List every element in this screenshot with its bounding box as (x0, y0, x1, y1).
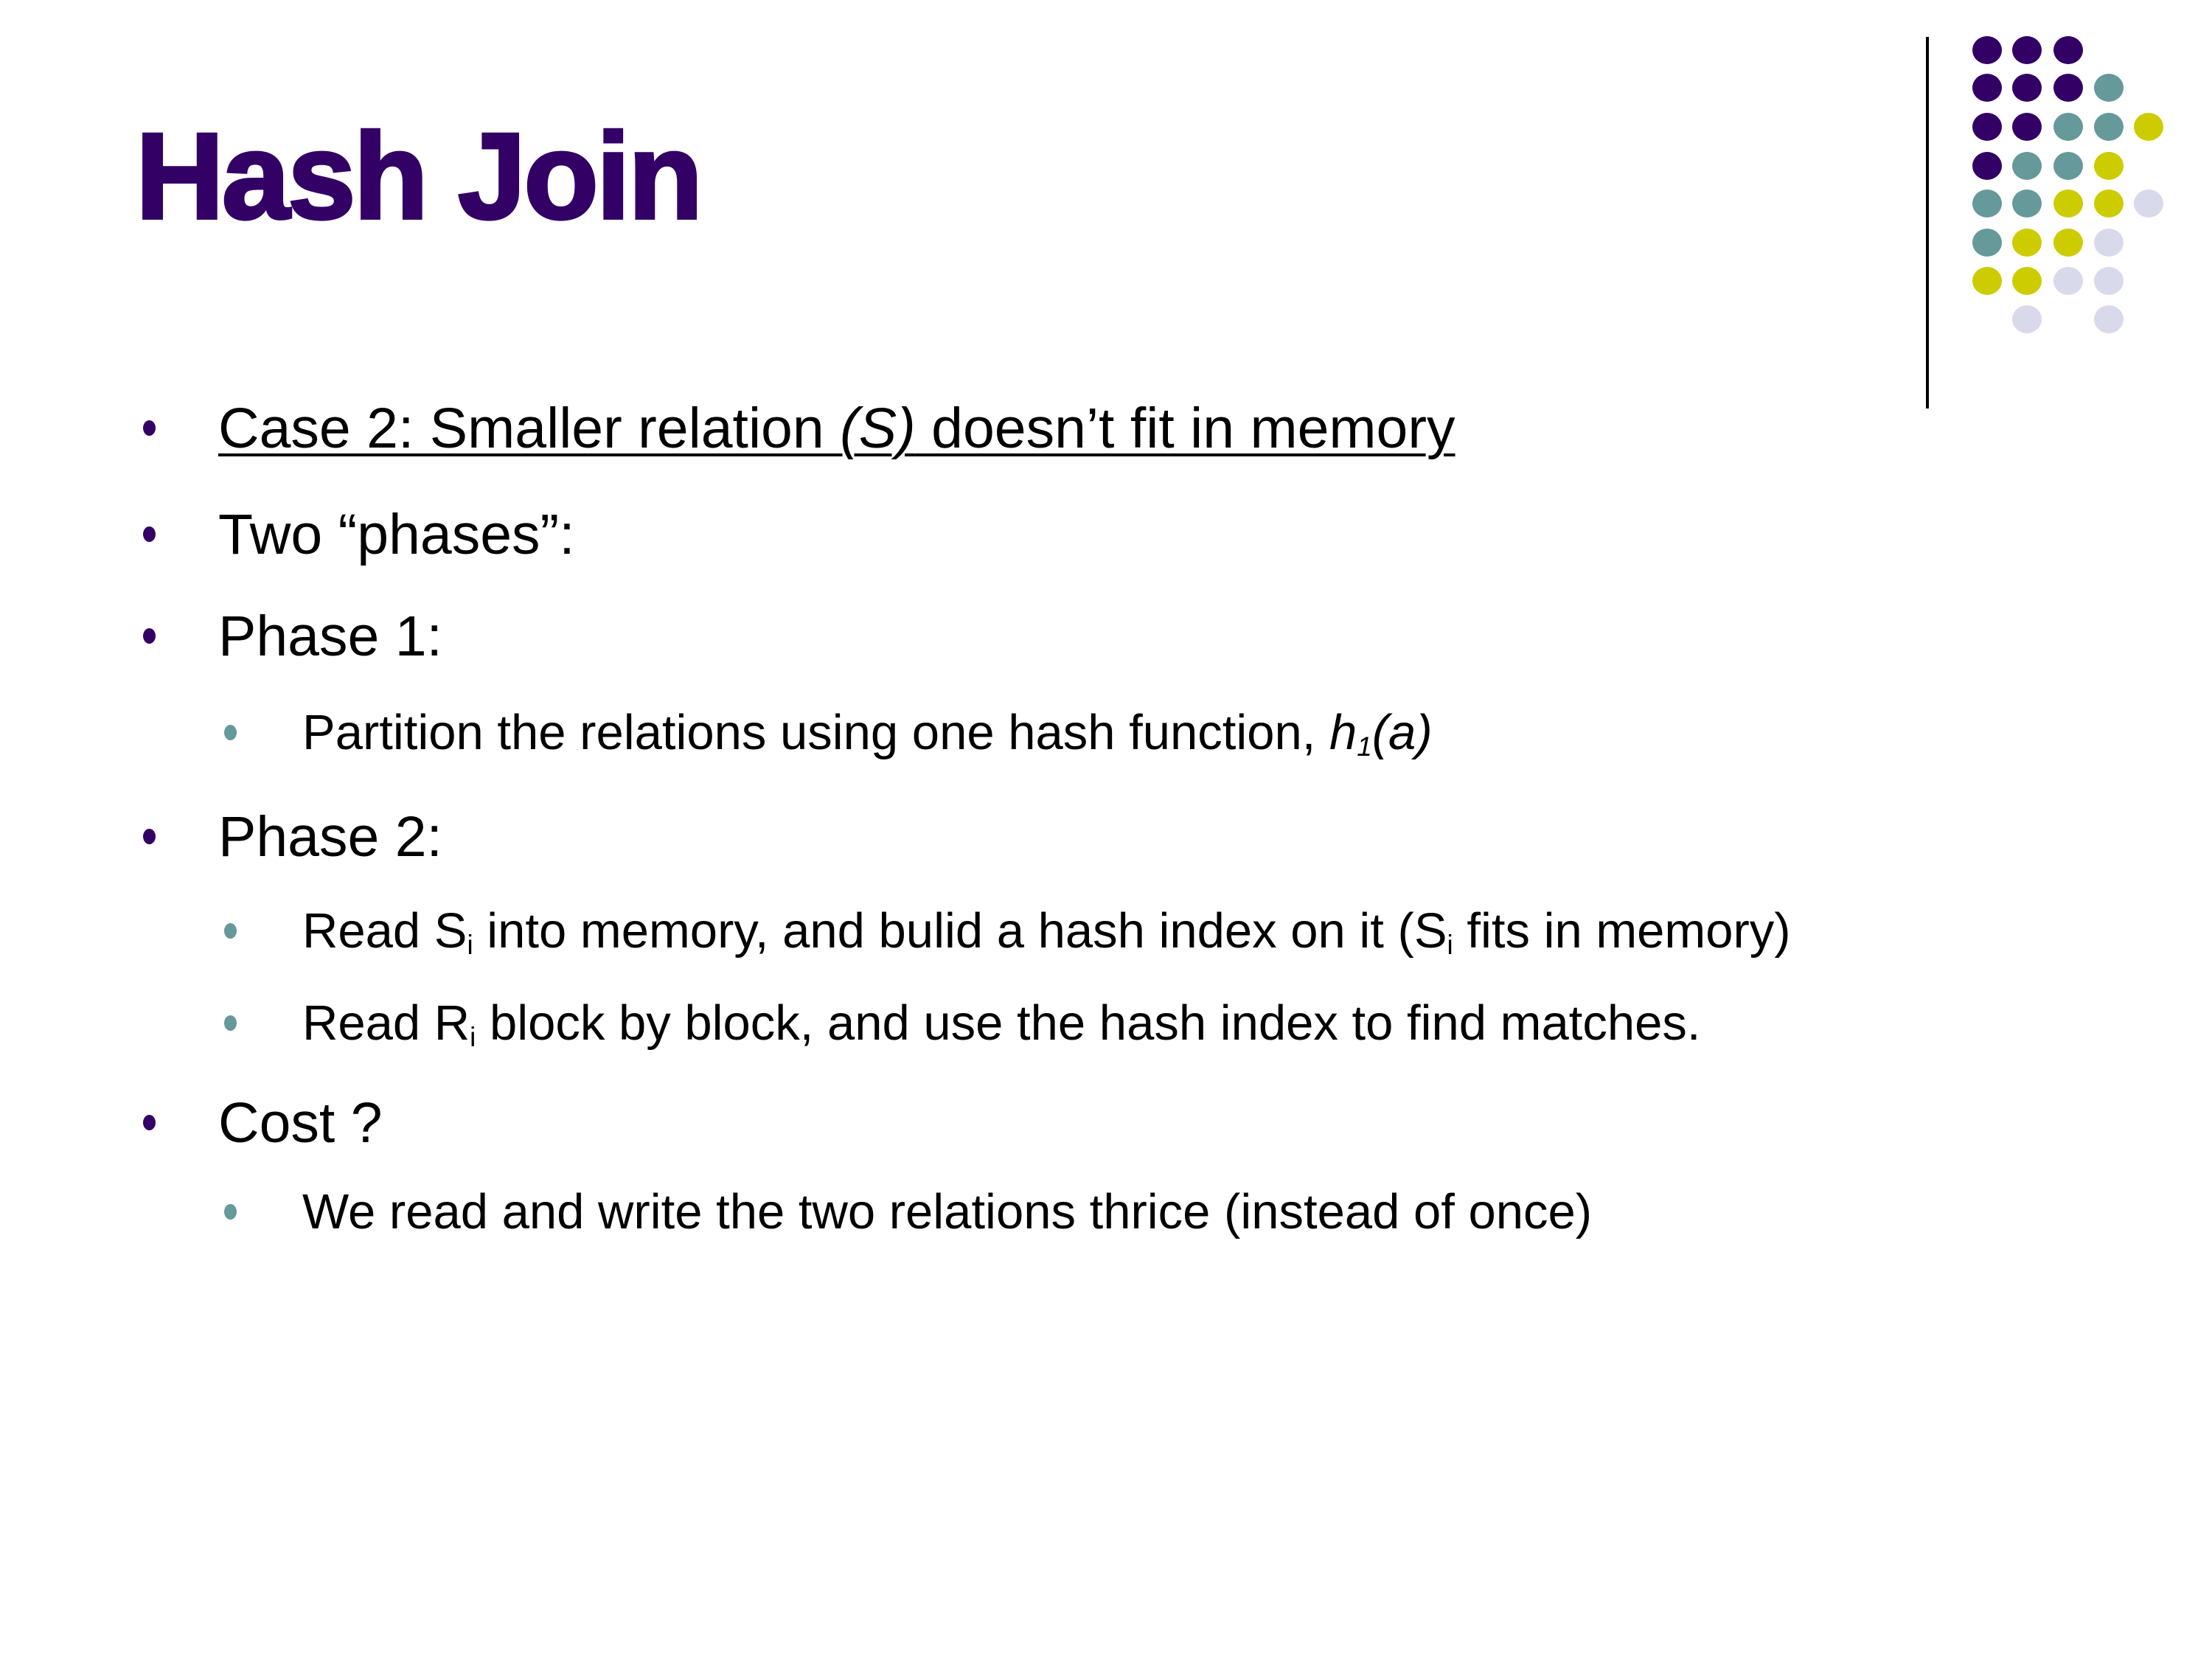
bullet-icon (143, 420, 156, 436)
sub-bullet-icon (224, 1015, 237, 1031)
bullet-icon (143, 829, 156, 844)
subscript: i (467, 930, 473, 961)
decorative-dot (2012, 305, 2042, 333)
bullet-icon (143, 526, 156, 542)
decorative-dot (2012, 113, 2042, 141)
decorative-dot (2094, 74, 2124, 102)
text: Case 2: Smaller relation (218, 397, 841, 460)
decorative-dot (2012, 152, 2042, 180)
decorative-dot (2053, 152, 2083, 180)
subscript: i (1447, 930, 1453, 961)
decorative-dot (1972, 74, 2002, 102)
bullet-icon (143, 1115, 156, 1130)
subscript: 1 (1357, 731, 1372, 762)
decorative-dot (1972, 36, 2002, 64)
sub-bullet-icon (224, 725, 237, 740)
bullet-phase-1: Phase 1: (218, 605, 442, 668)
text: fits in memory) (1453, 903, 1791, 959)
text: Read S (302, 903, 467, 959)
sub-bullet-thrice: We read and write the two relations thri… (302, 1184, 1593, 1239)
text: block by block, and use the hash index t… (476, 995, 1701, 1051)
decorative-dot (2094, 189, 2124, 218)
text: into memory, and bulid a hash index on i… (473, 903, 1447, 959)
decorative-dot (2012, 189, 2042, 218)
decorative-dot (1972, 229, 2002, 257)
decorative-dot (2094, 267, 2124, 295)
decorative-dot (2094, 305, 2124, 333)
slide-title: Hash Join (134, 107, 704, 246)
bullet-case-2: Case 2: Smaller relation (S) doesn’t fit… (218, 395, 1455, 462)
decorative-dot (2134, 113, 2163, 141)
decorative-dot (1972, 113, 2002, 141)
decorative-dot (2053, 229, 2083, 257)
sub-bullet-partition: Partition the relations using one hash f… (302, 703, 1433, 776)
sub-bullet-read-s: Read Si into memory, and bulid a hash in… (302, 902, 1791, 975)
decorative-dot (2053, 267, 2083, 295)
decorative-dot (2012, 74, 2042, 102)
text-italic: (a) (1371, 705, 1433, 760)
text-italic: h (1329, 705, 1357, 760)
decorative-dot (2012, 267, 2042, 295)
bullet-phase-2: Phase 2: (218, 805, 442, 869)
subscript: i (470, 1022, 476, 1053)
text: Partition the relations using one hash f… (302, 705, 1329, 760)
decorative-dot (2094, 113, 2124, 141)
bullet-cost: Cost ? (218, 1091, 383, 1155)
decorative-dot (2012, 229, 2042, 257)
decorative-dot (2053, 74, 2083, 102)
sub-bullet-icon (224, 923, 237, 939)
bullet-two-phases: Two “phases”: (218, 503, 575, 566)
decorative-dot (2134, 189, 2163, 218)
decorative-dot (1972, 189, 2002, 218)
decorative-dot (2094, 152, 2124, 180)
decorative-dot (1972, 267, 2002, 295)
bullet-icon (143, 628, 156, 644)
sub-bullet-icon (224, 1204, 237, 1220)
decorative-dot (2094, 229, 2124, 257)
decorative-dot (2053, 189, 2083, 218)
decorative-dot (1972, 152, 2002, 180)
text: Read R (302, 995, 470, 1051)
sub-bullet-read-r: Read Ri block by block, and use the hash… (302, 994, 1700, 1067)
divider-line (1926, 37, 1929, 408)
decorative-dot (2053, 36, 2083, 64)
text: doesn’t fit in memory (915, 397, 1455, 460)
decorative-dot (2012, 36, 2042, 64)
decorative-dot (2053, 113, 2083, 141)
text-italic: (S) (840, 397, 916, 460)
